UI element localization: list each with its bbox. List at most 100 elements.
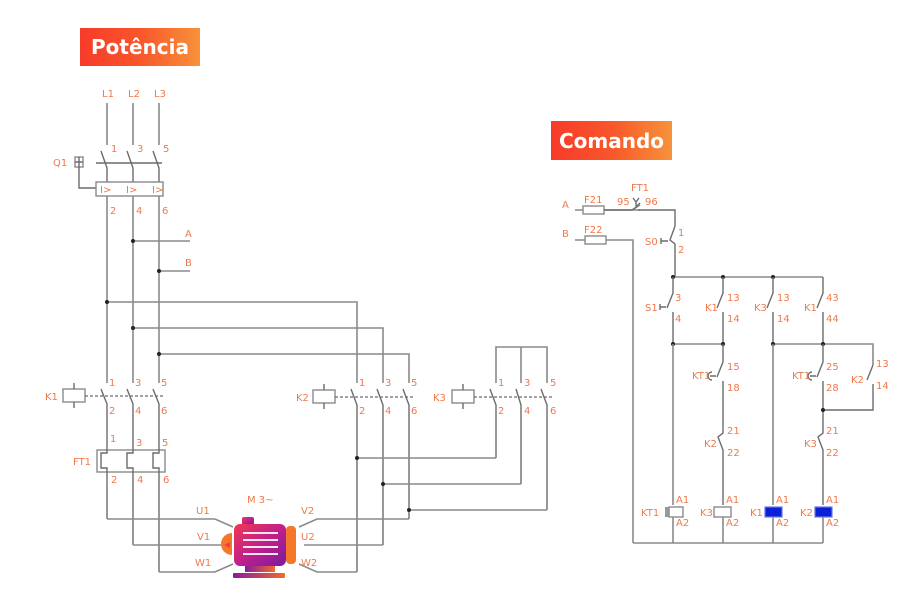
terminal-label: 95 xyxy=(617,197,630,208)
contact-label: K3 xyxy=(804,439,817,450)
terminal-label: 4 xyxy=(136,206,142,217)
terminal-label: 3 xyxy=(675,293,681,304)
contact-label: KT1 xyxy=(792,371,810,382)
terminal-label: 5 xyxy=(550,378,556,389)
terminal-label: 22 xyxy=(826,448,839,459)
trip-icon-1: I> xyxy=(100,185,111,196)
contactor-label: K2 xyxy=(296,393,309,404)
fuse-f21 xyxy=(582,205,605,215)
motor-terminal-label: V1 xyxy=(197,532,210,543)
terminal-label: 21 xyxy=(727,426,740,437)
trip-icon-2: I> xyxy=(126,185,137,196)
coil-k3: K3 A1 A2 xyxy=(700,495,739,529)
k1-aux-contact: K1 43 44 xyxy=(804,277,839,344)
tap-label-b: B xyxy=(185,258,192,269)
input-label-a: A xyxy=(562,200,569,211)
terminal-label: 4 xyxy=(675,314,681,325)
terminal-label: A2 xyxy=(676,518,689,529)
fuse-label: F21 xyxy=(584,195,602,206)
terminal-label: A2 xyxy=(726,518,739,529)
terminal-label: 3 xyxy=(135,378,141,389)
terminal-label: 4 xyxy=(524,406,530,417)
phase-label-l1: L1 xyxy=(102,89,114,100)
coil-label: K1 xyxy=(750,508,763,519)
terminal-label: 2 xyxy=(498,406,504,417)
terminal-label: 3 xyxy=(137,144,143,155)
terminal-label: 1 xyxy=(498,378,504,389)
terminal-label: 3 xyxy=(524,378,530,389)
k2-no-contact: K2 13 14 xyxy=(821,359,889,412)
contact-label: K2 xyxy=(851,375,864,386)
contactor-label: K3 xyxy=(433,393,446,404)
contactor-label: K1 xyxy=(45,392,58,403)
k3-seal-contact: K3 13 14 xyxy=(754,277,790,344)
start-button-s1: S1 3 4 xyxy=(645,277,681,344)
input-label-b: B xyxy=(562,229,569,240)
terminal-label: 3 xyxy=(136,438,142,449)
motor-terminal-label: W2 xyxy=(301,558,317,569)
kt1-timer-contact-1: KT1 15 18 xyxy=(692,344,740,428)
coil-label: K2 xyxy=(800,508,813,519)
terminal-label: 44 xyxy=(826,314,839,325)
terminal-label: 6 xyxy=(162,206,168,217)
contactor-k3: K3 1 3 5 2 4 6 xyxy=(355,346,556,512)
terminal-label: 5 xyxy=(162,438,168,449)
breaker-q1: I> I> I> Q1 1 3 5 2 4 6 xyxy=(53,144,169,217)
motor-label: M 3~ xyxy=(247,495,274,506)
terminal-label: 6 xyxy=(550,406,556,417)
stop-button-s0: S0 1 2 xyxy=(645,225,684,277)
terminal-label: A2 xyxy=(776,518,789,529)
contactor-k1: K1 1 3 5 2 4 6 xyxy=(45,378,167,440)
terminal-label: 6 xyxy=(161,406,167,417)
tap-label-a: A xyxy=(185,229,192,240)
terminal-label: A1 xyxy=(726,495,739,506)
terminal-label: 13 xyxy=(876,359,889,370)
terminal-label: 2 xyxy=(109,406,115,417)
terminal-label: 43 xyxy=(826,293,839,304)
terminal-label: A1 xyxy=(826,495,839,506)
terminal-label: 3 xyxy=(385,378,391,389)
phase-label-l3: L3 xyxy=(154,89,166,100)
terminal-label: 15 xyxy=(727,362,740,373)
coil-k1: K1 A1 A2 xyxy=(750,495,789,529)
coil-label: K3 xyxy=(700,508,713,519)
control-title: Comando xyxy=(551,121,672,160)
terminal-label: 13 xyxy=(727,293,740,304)
motor-terminal-label: W1 xyxy=(195,558,211,569)
contactor-k2: K2 1 3 5 2 4 6 xyxy=(296,378,417,572)
motor-terminal-label: V2 xyxy=(301,506,314,517)
contact-label: K1 xyxy=(705,303,718,314)
terminal-label: 4 xyxy=(135,406,141,417)
k1-seal-contact: K1 13 14 xyxy=(705,277,740,344)
contact-label: K2 xyxy=(704,439,717,450)
terminal-label: 5 xyxy=(411,378,417,389)
terminal-label: 1 xyxy=(109,378,115,389)
terminal-label: A1 xyxy=(676,495,689,506)
terminal-label: 2 xyxy=(678,245,684,256)
overload-ft1: FT1 1 3 5 2 4 6 xyxy=(73,434,169,572)
terminal-label: 6 xyxy=(163,475,169,486)
terminal-label: 96 xyxy=(645,197,658,208)
breaker-label: Q1 xyxy=(53,158,67,169)
motor-terminal-label: U1 xyxy=(196,506,210,517)
terminal-label: 14 xyxy=(777,314,790,325)
motor-m3: M 3~ U1 V1 W1 V2 U2 W2 xyxy=(195,495,317,578)
motor-icon xyxy=(242,517,254,525)
terminal-label: 2 xyxy=(359,406,365,417)
coil-kt1: KT1 A1 A2 xyxy=(641,495,689,529)
contact-label: FT1 xyxy=(631,183,649,194)
terminal-label: 18 xyxy=(727,383,740,394)
terminal-label: 13 xyxy=(777,293,790,304)
terminal-label: 2 xyxy=(110,206,116,217)
terminal-label: 14 xyxy=(727,314,740,325)
power-circuit: L1 L2 L3 I> I> I> Q1 1 3 5 2 4 6 A xyxy=(45,89,556,578)
terminal-label: 4 xyxy=(385,406,391,417)
terminal-label: 14 xyxy=(876,381,889,392)
terminal-label: 1 xyxy=(678,228,684,239)
trip-icon-3: I> xyxy=(152,185,163,196)
power-title: Potência xyxy=(80,28,200,66)
fuse-f22 xyxy=(584,235,607,245)
coil-label: KT1 xyxy=(641,508,659,519)
terminal-label: 2 xyxy=(111,475,117,486)
